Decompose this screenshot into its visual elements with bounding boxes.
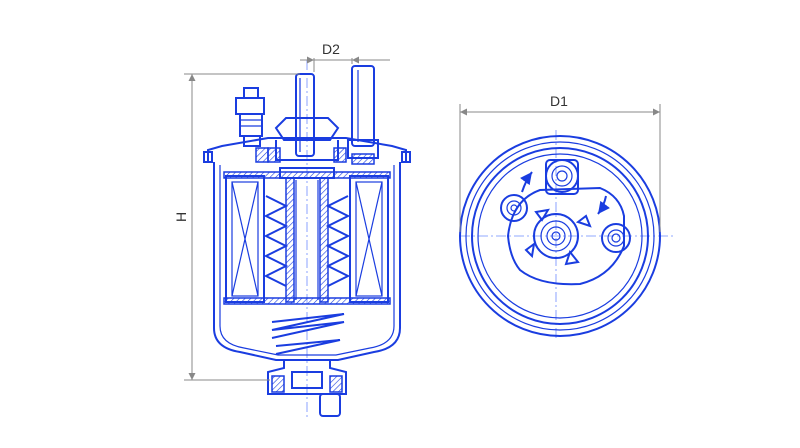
top-plate xyxy=(506,186,625,286)
center-tube-wall-right xyxy=(319,177,329,303)
inner-rim xyxy=(471,147,649,325)
return-pipe xyxy=(351,65,375,147)
top-view xyxy=(459,130,676,340)
side-view xyxy=(203,60,411,420)
right-port xyxy=(601,223,631,253)
h-label: H xyxy=(173,212,189,222)
outer-rim xyxy=(459,135,661,337)
dimension-d2: D2 xyxy=(300,41,390,72)
valve-body xyxy=(235,97,265,115)
left-port xyxy=(500,194,528,222)
pleats-left xyxy=(263,195,289,287)
top-port xyxy=(545,159,579,193)
d2-label: D2 xyxy=(322,41,340,57)
pleats-right xyxy=(325,195,351,287)
flow-arrow-out xyxy=(597,195,610,215)
center-port xyxy=(533,213,579,259)
bottom-endcap xyxy=(223,297,391,305)
pipe-flange xyxy=(274,117,340,141)
drain-fitting xyxy=(267,360,347,395)
flow-arrow-in xyxy=(520,171,533,193)
dimension-d1: D1 xyxy=(459,93,661,232)
center-pipe xyxy=(295,73,315,157)
drain-outlet xyxy=(319,393,341,417)
d1-label: D1 xyxy=(550,93,568,109)
filter-housing xyxy=(213,162,401,361)
bottom-spring xyxy=(271,313,345,339)
filter-cover xyxy=(207,137,407,162)
dimension-h: H xyxy=(173,73,300,381)
valve-cap xyxy=(243,87,259,99)
center-tube-wall-left xyxy=(285,177,295,303)
